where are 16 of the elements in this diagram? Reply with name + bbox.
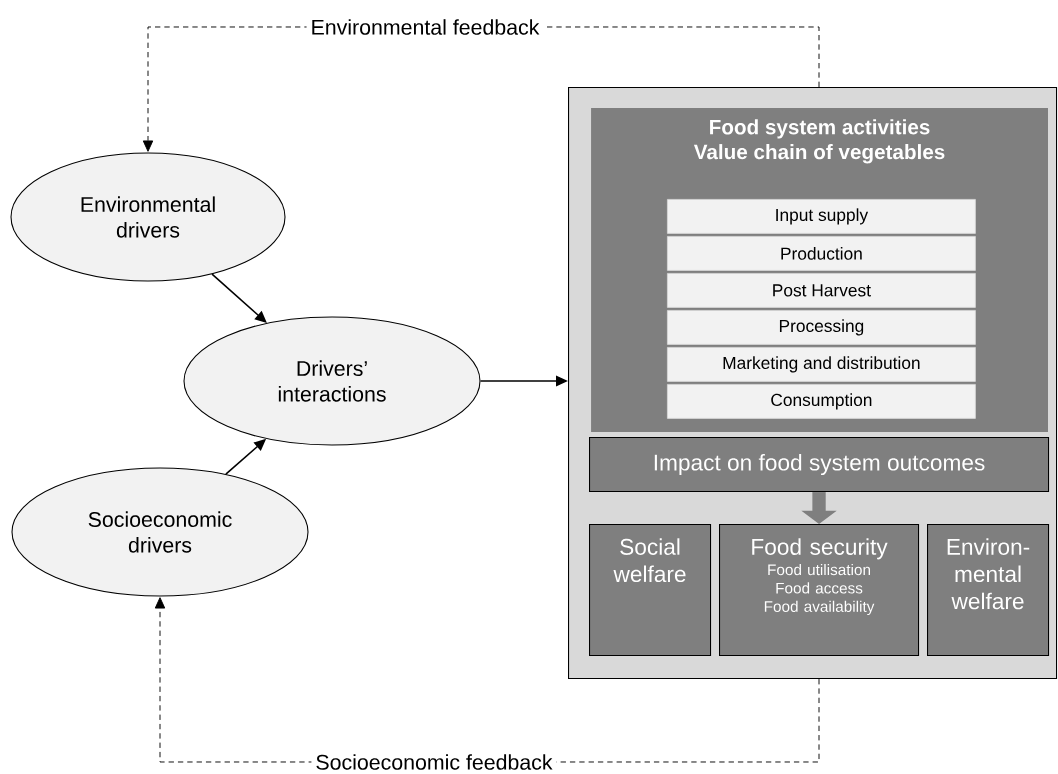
stage-box: Input supply [667, 199, 976, 234]
edge-label: Environmental feedback [306, 15, 544, 39]
stage-box: Marketing and distribution [667, 347, 976, 382]
arrow [211, 273, 267, 323]
outcome-box: Environ- mental welfare [927, 524, 1050, 657]
stage-box: Production [667, 236, 976, 271]
ellipse-node: Drivers’ interactions [183, 316, 481, 446]
outcome-box: Food security Food utilisation Food access Food availability [719, 524, 920, 657]
stage-box: Post Harvest [667, 273, 976, 308]
ellipse-node: Socioeconomic drivers [11, 467, 309, 597]
stage-box: Processing [667, 310, 976, 345]
edge-label: Socioeconomic feedback [311, 750, 557, 774]
stage-box: Consumption [667, 384, 976, 419]
ellipse-node: Environmental drivers [10, 152, 286, 282]
outcome-box: Social welfare [589, 524, 712, 657]
banner-box: Impact on food system outcomes [589, 437, 1050, 493]
